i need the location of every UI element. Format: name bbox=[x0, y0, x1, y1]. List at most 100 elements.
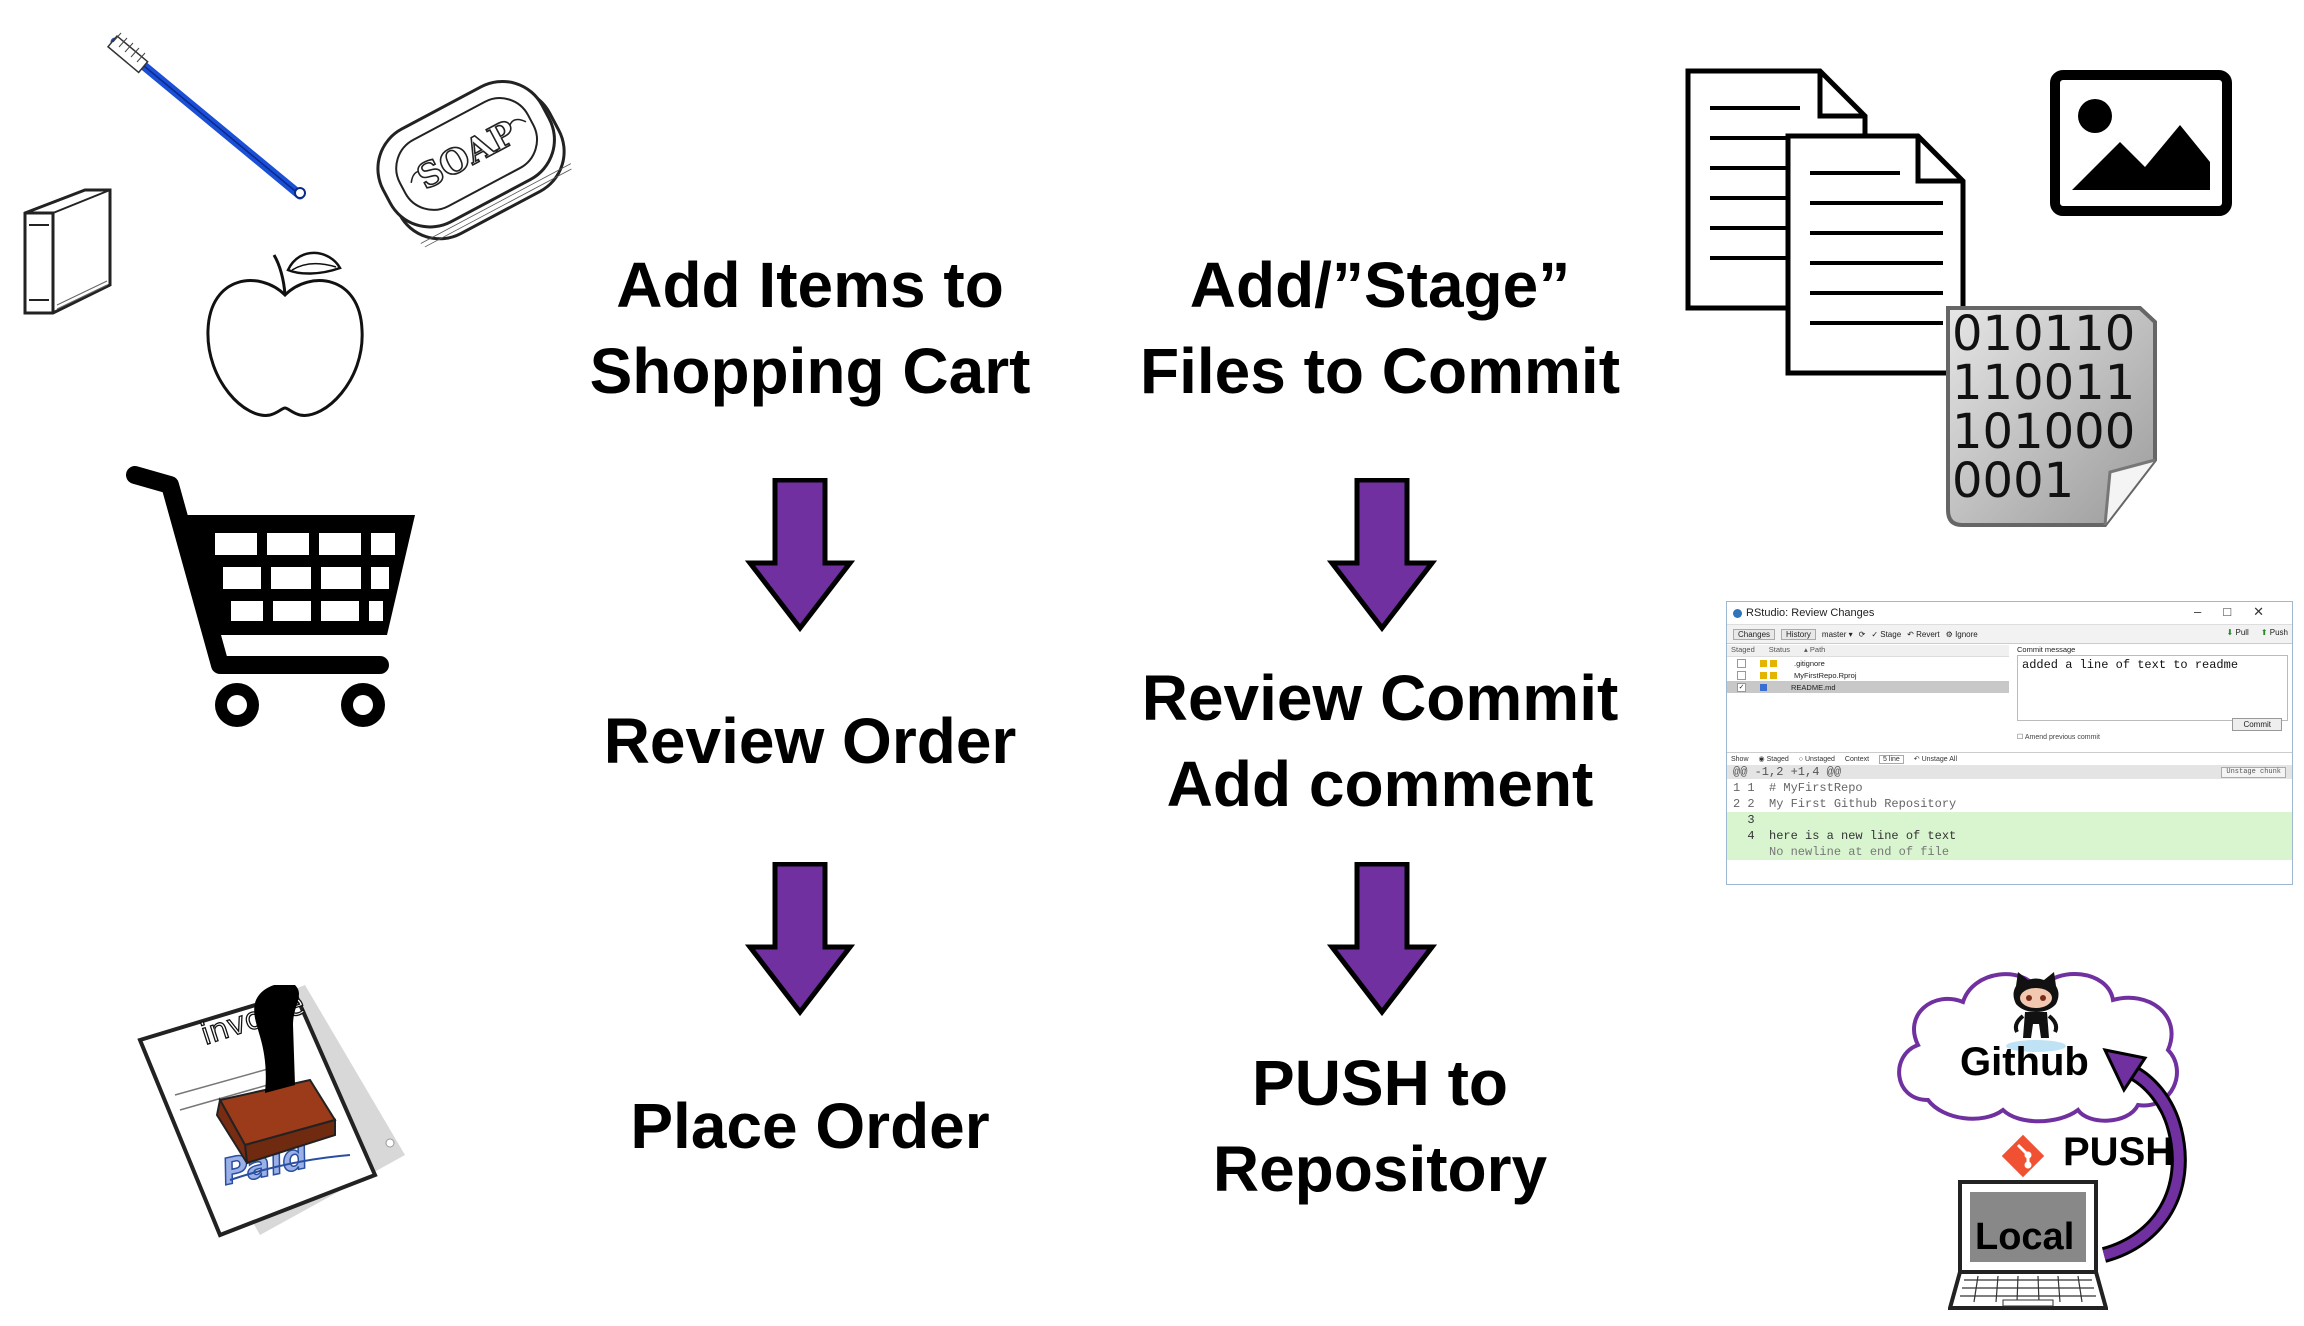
push-label: PUSH bbox=[2063, 1130, 2175, 1174]
file-list-header: Staged Status ▴ Path bbox=[1727, 645, 2009, 657]
branch-select[interactable]: master ▾ bbox=[1821, 629, 1853, 639]
stage-label: Stage bbox=[1880, 629, 1902, 639]
pull-label: Pull bbox=[2235, 628, 2249, 637]
step-review-commit: Review Commit Add comment bbox=[1130, 655, 1630, 827]
file-row[interactable]: .gitignore bbox=[1727, 657, 2009, 669]
file-name: README.md bbox=[1791, 682, 1836, 692]
status-icon bbox=[1760, 659, 1767, 667]
rstudio-icon bbox=[1733, 608, 1742, 618]
diff-line: 1 1 # MyFirstRepo bbox=[1733, 781, 1863, 795]
cloud-label: Github bbox=[1960, 1040, 2089, 1084]
push-button[interactable]: ⬆ Push bbox=[2260, 628, 2288, 637]
push-curved-arrow-icon bbox=[2101, 1047, 2187, 1263]
diff-chunk-header: @@ -1,2 +1,4 @@ Unstage chunk bbox=[1727, 765, 2292, 779]
binary-file-icon: 010110 110011 101000 0001 bbox=[1946, 306, 2157, 527]
apple-icon bbox=[206, 251, 364, 417]
ignore-button[interactable]: ⚙ Ignore bbox=[1945, 629, 1978, 639]
ignore-label: Ignore bbox=[1955, 629, 1978, 639]
context-select[interactable]: 5 line bbox=[1879, 754, 1904, 764]
commit-button[interactable]: Commit bbox=[2232, 718, 2282, 731]
status-icon bbox=[1770, 659, 1777, 667]
file-name: .gitignore bbox=[1794, 658, 1825, 668]
git-logo-icon bbox=[2001, 1134, 2045, 1178]
unstaged-label: Unstaged bbox=[1804, 755, 1835, 763]
down-arrow-icon bbox=[1327, 862, 1437, 1017]
pull-button[interactable]: ⬇ Pull bbox=[2226, 628, 2249, 637]
local-label: Local bbox=[1975, 1216, 2075, 1258]
file-row[interactable]: MyFirstRepo.Rproj bbox=[1727, 669, 2009, 681]
stage-checkbox[interactable] bbox=[1737, 670, 1746, 680]
step-line: PUSH to bbox=[1252, 1047, 1508, 1119]
shopping-cart-icon bbox=[126, 466, 415, 727]
step-review-order: Review Order bbox=[560, 698, 1060, 784]
step-add-items-to-cart: Add Items to Shopping Cart bbox=[560, 242, 1060, 414]
rstudio-review-changes-window: RStudio: Review Changes –□✕ Changes Hist… bbox=[1726, 601, 2293, 885]
diff-line: 2 2 My First Github Repository bbox=[1733, 797, 1957, 811]
file-list: Staged Status ▴ Path .gitignore MyFirstR… bbox=[1727, 645, 2009, 743]
unstaged-radio[interactable]: ○ Unstaged bbox=[1798, 755, 1835, 763]
diff-options-bar: Show ◉ Staged ○ Unstaged Context 5 line … bbox=[1727, 752, 2292, 765]
step-line: Review Commit bbox=[1141, 662, 1619, 734]
diff-view: 1 1 # MyFirstRepo 2 2 My First Github Re… bbox=[1727, 780, 2292, 860]
commit-message-label: Commit message bbox=[2017, 645, 2076, 654]
tab-changes[interactable]: Changes bbox=[1733, 628, 1776, 640]
amend-checkbox[interactable]: ☐ Amend previous commit bbox=[2017, 734, 2100, 741]
diff-line-added: 4 here is a new line of text bbox=[1727, 828, 2292, 844]
stage-checkbox[interactable]: ✓ bbox=[1737, 682, 1746, 692]
col-status[interactable]: Status bbox=[1768, 645, 1791, 654]
status-icon bbox=[1760, 671, 1767, 679]
documents-icon bbox=[1685, 68, 1966, 376]
diff-line-added: 3 bbox=[1727, 812, 2292, 828]
octocat-icon bbox=[2006, 972, 2066, 1052]
step-line: Add/”Stage” bbox=[1189, 249, 1571, 321]
context-label: Context bbox=[1844, 755, 1870, 763]
step-line: Review Order bbox=[603, 705, 1017, 777]
revert-button[interactable]: ↶ Revert bbox=[1907, 629, 1940, 639]
commit-panel: Commit message added a line of text to r… bbox=[2017, 645, 2288, 743]
invoice-paid-stamp-icon: invoice Paid bbox=[137, 985, 405, 1238]
step-line: Shopping Cart bbox=[589, 335, 1031, 407]
revert-label: Revert bbox=[1916, 629, 1940, 639]
chunk-range: @@ -1,2 +1,4 @@ bbox=[1733, 765, 1842, 779]
binary-line: 101000 bbox=[1952, 404, 2135, 460]
step-line: Repository bbox=[1212, 1133, 1548, 1205]
window-controls[interactable]: –□✕ bbox=[2194, 604, 2286, 619]
binary-line: 010110 bbox=[1952, 306, 2135, 362]
down-arrow-icon bbox=[1327, 478, 1437, 633]
tab-history[interactable]: History bbox=[1781, 628, 1816, 640]
toolbar: Changes History master ▾ ⟳ ✓ Stage ↶ Rev… bbox=[1727, 624, 2292, 644]
step-push-to-repository: PUSH to Repository bbox=[1130, 1040, 1630, 1212]
step-line: Files to Commit bbox=[1139, 335, 1621, 407]
refresh-icon[interactable]: ⟳ bbox=[1858, 629, 1866, 639]
status-icon bbox=[1770, 671, 1777, 679]
binary-line: 0001 bbox=[1952, 453, 2074, 509]
col-path[interactable]: ▴ Path bbox=[1804, 645, 1826, 654]
book-icon bbox=[23, 188, 112, 315]
step-line: Add Items to bbox=[616, 249, 1004, 321]
file-row[interactable]: ✓ README.md bbox=[1727, 681, 2009, 693]
binary-line: 110011 bbox=[1952, 355, 2135, 411]
down-arrow-icon bbox=[745, 478, 855, 633]
title-bar: RStudio: Review Changes –□✕ bbox=[1727, 602, 2292, 624]
window-title: RStudio: Review Changes bbox=[1746, 607, 1875, 619]
unstage-all-button[interactable]: ↶ Unstage All bbox=[1913, 756, 1958, 763]
file-name: MyFirstRepo.Rproj bbox=[1794, 670, 1857, 680]
down-arrow-icon bbox=[745, 862, 855, 1017]
col-staged[interactable]: Staged bbox=[1731, 645, 1755, 654]
laptop-icon bbox=[1948, 1180, 2108, 1310]
diff-line-added: No newline at end of file bbox=[1727, 844, 2292, 860]
staged-radio[interactable]: ◉ Staged bbox=[1758, 756, 1789, 763]
toothbrush-icon bbox=[106, 32, 306, 200]
soap-icon: SOAP bbox=[376, 79, 572, 248]
stage-checkbox[interactable] bbox=[1737, 658, 1746, 668]
amend-label: Amend previous commit bbox=[2024, 734, 2100, 741]
staged-label: Staged bbox=[1766, 756, 1789, 763]
unstage-chunk-button[interactable]: Unstage chunk bbox=[2221, 767, 2286, 778]
image-icon bbox=[2050, 70, 2232, 216]
show-label: Show bbox=[1731, 755, 1749, 763]
commit-message-input[interactable]: added a line of text to readme bbox=[2017, 655, 2288, 721]
step-line: Place Order bbox=[630, 1090, 990, 1162]
unstage-all-label: Unstage All bbox=[1921, 756, 1958, 763]
status-icon bbox=[1760, 683, 1767, 691]
stage-button[interactable]: ✓ Stage bbox=[1871, 629, 1902, 639]
